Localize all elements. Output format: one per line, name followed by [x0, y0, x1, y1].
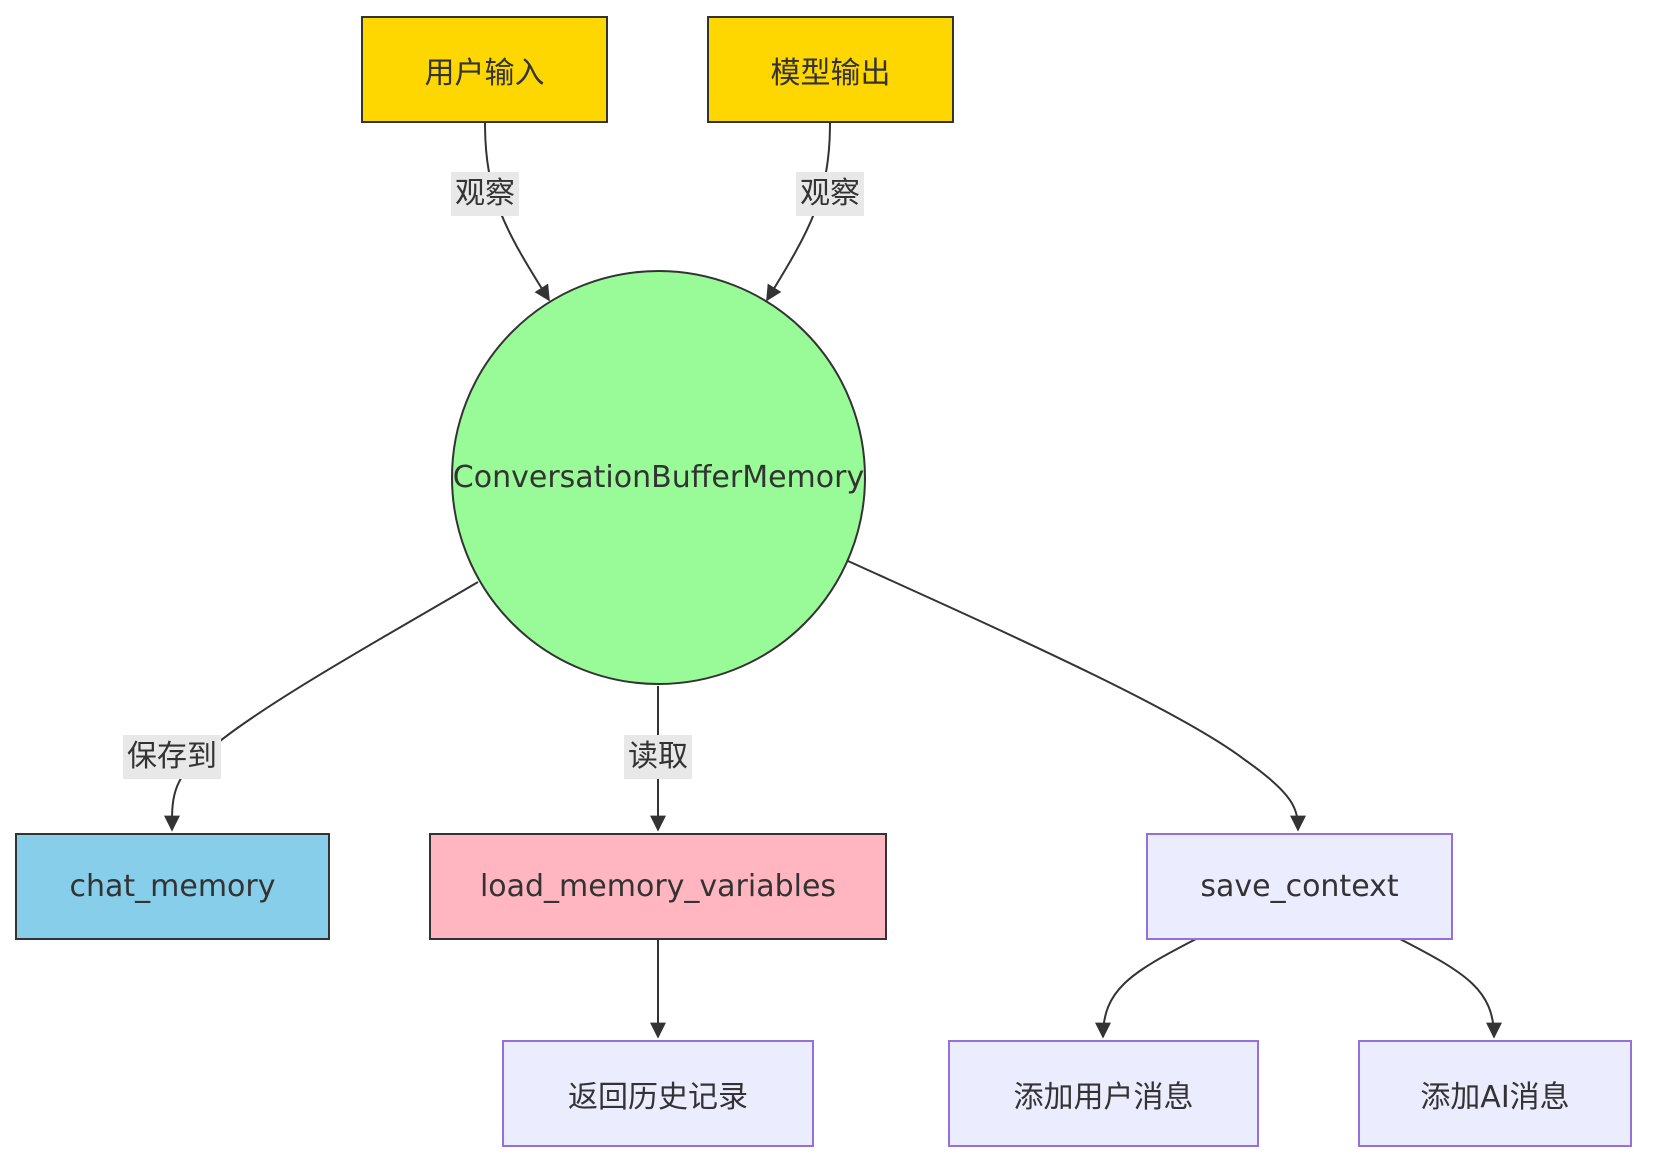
node-add-ai-message[interactable]: 添加AI消息 — [1358, 1040, 1632, 1147]
node-add-user-message-label: 添加用户消息 — [1013, 1079, 1194, 1115]
edge-save-context-to-add-ai — [1399, 938, 1502, 1039]
node-add-ai-message-label: 添加AI消息 — [1420, 1079, 1570, 1115]
edge-label-observe-user: 观察 — [451, 172, 519, 216]
node-user-input-label: 用户输入 — [424, 55, 545, 91]
node-return-history[interactable]: 返回历史记录 — [502, 1040, 814, 1147]
node-conversation-buffer-memory[interactable]: ConversationBufferMemory — [451, 270, 866, 685]
node-chat-memory[interactable]: chat_memory — [15, 833, 330, 940]
edge-memory-to-save-context — [847, 560, 1306, 832]
node-memory-label: ConversationBufferMemory — [452, 460, 865, 495]
node-add-user-message[interactable]: 添加用户消息 — [948, 1040, 1259, 1147]
node-model-output-label: 模型输出 — [770, 55, 891, 91]
node-save-context[interactable]: save_context — [1146, 833, 1453, 940]
edge-label-save-to: 保存到 — [123, 735, 221, 779]
edge-label-observe-model: 观察 — [796, 172, 864, 216]
edge-save-context-to-add-user — [1095, 938, 1197, 1039]
node-load-memory-variables[interactable]: load_memory_variables — [429, 833, 887, 940]
node-load-memory-variables-label: load_memory_variables — [479, 869, 837, 904]
node-chat-memory-label: chat_memory — [69, 869, 276, 904]
node-model-output[interactable]: 模型输出 — [707, 16, 954, 123]
edge-memory-to-chat-memory — [163, 581, 479, 832]
edge-label-read: 读取 — [624, 735, 692, 779]
node-return-history-label: 返回历史记录 — [568, 1079, 748, 1115]
node-user-input[interactable]: 用户输入 — [361, 16, 608, 123]
node-save-context-label: save_context — [1200, 869, 1399, 904]
